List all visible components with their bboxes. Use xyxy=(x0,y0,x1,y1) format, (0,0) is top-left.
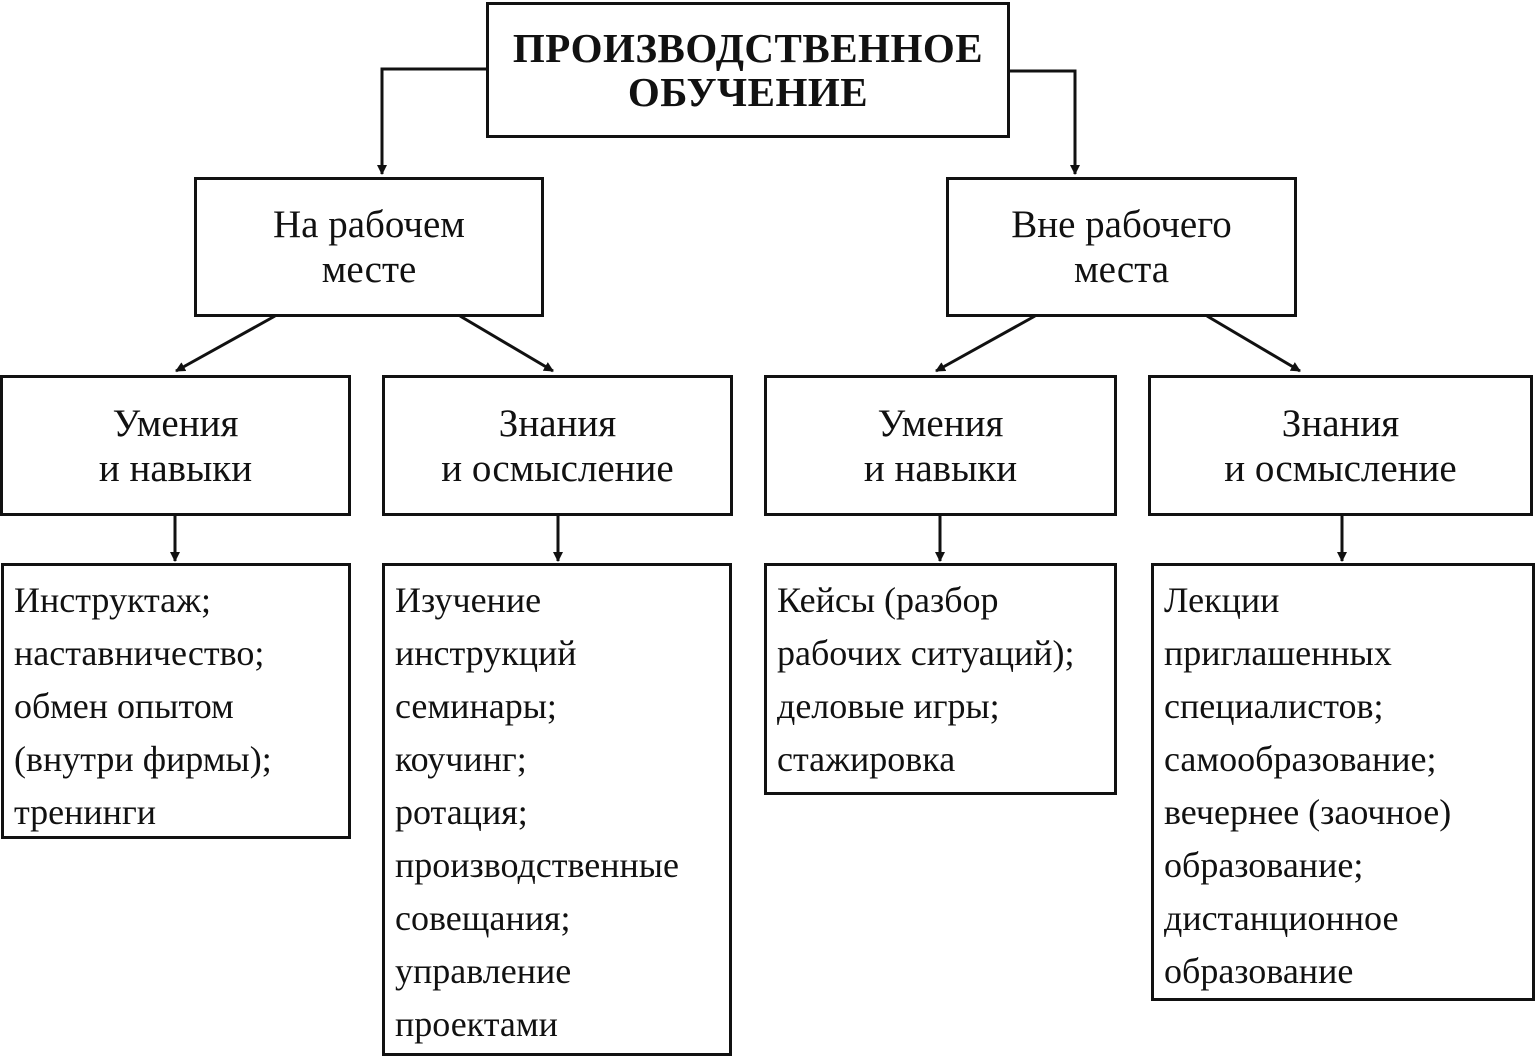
node-off-the-job: Вне рабочего места xyxy=(946,177,1297,317)
list-item: образование; xyxy=(1164,845,1364,885)
list-item: тренинги xyxy=(14,792,156,832)
node-label-line1: Знания xyxy=(1281,401,1400,445)
node-label-line1: Умения xyxy=(112,401,239,445)
list-item: семинары; xyxy=(395,686,557,726)
arrow-root-to-on-job xyxy=(377,67,487,175)
root-title-line1: ПРОИЗВОДСТВЕННОЕ xyxy=(512,25,984,71)
node-label-line2: и навыки xyxy=(863,446,1018,490)
list-item: инструкций xyxy=(395,633,577,673)
root-node: ПРОИЗВОДСТВЕННОЕ ОБУЧЕНИЕ xyxy=(486,2,1010,138)
list-item: дистанционное xyxy=(1164,898,1399,938)
list-off-job-skills: Кейсы (разбор рабочих ситуаций); деловые… xyxy=(764,563,1117,795)
node-label-line1: На рабочем xyxy=(273,203,465,246)
list-item: управление xyxy=(395,951,572,991)
list-item: Инструктаж; xyxy=(14,580,211,620)
list-item: проектами xyxy=(395,1004,558,1044)
node-on-the-job: На рабочем месте xyxy=(194,177,544,317)
list-item: Лекции xyxy=(1164,580,1280,620)
list-item: специалистов; xyxy=(1164,686,1384,726)
arrow-on-job-to-knowledge xyxy=(459,314,554,373)
node-on-job-skills: Умения и навыки xyxy=(0,375,351,516)
arrow-off-job-to-skills xyxy=(935,314,1036,373)
arrow-off-job-to-knowledge xyxy=(1206,314,1301,373)
list-item: Кейсы (разбор xyxy=(777,580,999,620)
list-item: приглашенных xyxy=(1164,633,1392,673)
list-item: производственные xyxy=(395,845,679,885)
node-off-job-knowledge: Знания и осмысление xyxy=(1148,375,1533,516)
node-label-line2: и осмысление xyxy=(1224,446,1457,490)
list-item: рабочих ситуаций); xyxy=(777,633,1075,673)
list-item: стажировка xyxy=(777,739,956,779)
list-item: деловые игры; xyxy=(777,686,1000,726)
list-item: самообразование; xyxy=(1164,739,1437,779)
node-label-line2: месте xyxy=(321,248,417,291)
root-title-line2: ОБУЧЕНИЕ xyxy=(627,69,869,115)
node-label-line1: Вне рабочего xyxy=(1011,203,1232,246)
list-on-job-skills: Инструктаж; наставничество; обмен опытом… xyxy=(1,563,351,839)
list-item: ротация; xyxy=(395,792,528,832)
node-on-job-knowledge: Знания и осмысление xyxy=(382,375,733,516)
node-label-line2: места xyxy=(1073,248,1170,291)
list-item: образование xyxy=(1164,951,1354,991)
list-item: наставничество; xyxy=(14,633,265,673)
node-label-line2: и осмысление xyxy=(441,446,674,490)
node-label-line1: Умения xyxy=(877,401,1004,445)
list-item: обмен опытом xyxy=(14,686,234,726)
node-label-line2: и навыки xyxy=(98,446,253,490)
arrow-on-job-to-skills xyxy=(175,314,276,373)
list-item: вечернее (заочное) xyxy=(1164,792,1452,832)
list-off-job-knowledge: Лекции приглашенных специалистов; самооб… xyxy=(1151,563,1535,1001)
list-on-job-knowledge: Изучение инструкций семинары; коучинг; р… xyxy=(382,563,732,1056)
node-off-job-skills: Умения и навыки xyxy=(764,375,1117,516)
list-item: Изучение xyxy=(395,580,542,620)
node-label-line1: Знания xyxy=(498,401,617,445)
arrow-root-to-off-job xyxy=(1008,69,1080,175)
list-item: совещания; xyxy=(395,898,571,938)
list-item: (внутри фирмы); xyxy=(14,739,272,779)
list-item: коучинг; xyxy=(395,739,527,779)
